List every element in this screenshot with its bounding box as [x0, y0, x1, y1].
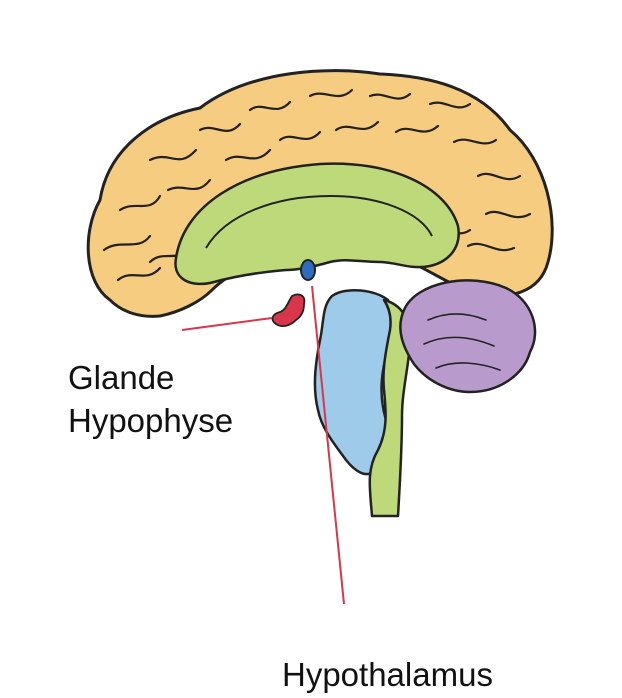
label-glande: Glande [68, 359, 174, 397]
pituitary-leader-line [182, 318, 272, 330]
cerebellum [400, 280, 535, 392]
label-hypothalamus: Hypothalamus [282, 656, 493, 694]
label-hypophyse: Hypophyse [68, 402, 233, 440]
hypothalamus-structure [301, 260, 315, 280]
pituitary-gland [273, 294, 305, 326]
